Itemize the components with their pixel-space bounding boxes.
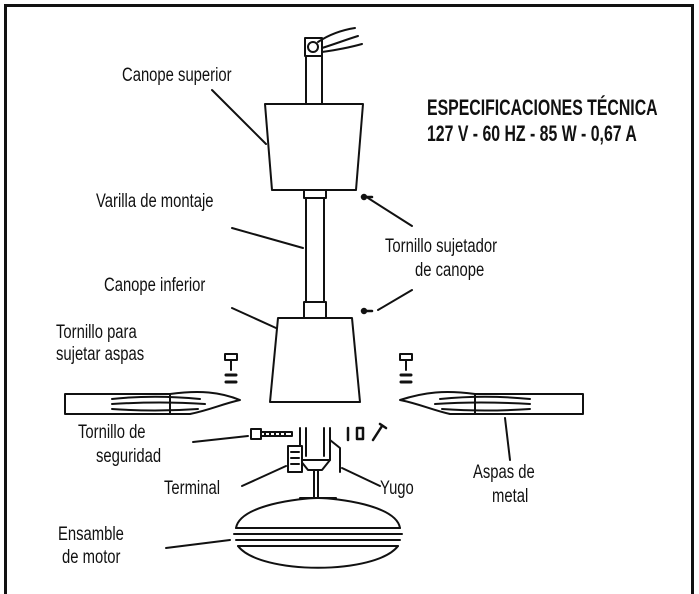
small-hardware	[346, 422, 388, 442]
terminal-block	[287, 445, 303, 473]
label-aspas-2: metal	[492, 486, 529, 507]
label-tornillo-canope-2: de canope	[415, 260, 485, 281]
label-tornillo-seguridad-1: Tornillo de	[78, 422, 146, 443]
label-yugo: Yugo	[380, 478, 414, 499]
label-canope-superior: Canope superior	[122, 65, 232, 86]
blade-right	[399, 391, 584, 415]
safety-screw	[250, 428, 293, 440]
blade-left	[64, 391, 241, 415]
label-tornillo-aspas-2: sujetar aspas	[56, 344, 145, 365]
blade-screw-right	[399, 353, 413, 384]
hanger-bracket	[304, 27, 363, 105]
label-aspas-1: Aspas de	[473, 462, 535, 483]
label-motor-2: de motor	[62, 547, 121, 568]
leader-lines	[165, 89, 511, 549]
label-terminal: Terminal	[164, 478, 221, 499]
upper-canopy	[264, 103, 364, 191]
label-varilla-de-montaje: Varilla de montaje	[96, 191, 214, 212]
label-tornillo-canope-1: Tornillo sujetador	[385, 236, 498, 257]
canopy-screw	[360, 193, 374, 315]
mounting-rod	[303, 189, 327, 319]
label-tornillo-aspas-1: Tornillo para	[56, 322, 137, 343]
specs-values: 127 V - 60 HZ - 85 W - 0,67 A	[427, 121, 637, 146]
label-motor-1: Ensamble	[58, 524, 124, 545]
lower-canopy	[269, 317, 361, 403]
diagram-frame	[4, 4, 694, 594]
label-canope-inferior: Canope inferior	[104, 275, 206, 296]
label-tornillo-seguridad-2: seguridad	[96, 446, 162, 467]
specs-heading: ESPECIFICACIONES TÉCNICA	[427, 95, 658, 120]
motor-housing	[233, 497, 403, 569]
yoke	[299, 427, 341, 499]
blade-screw-left	[224, 353, 238, 384]
